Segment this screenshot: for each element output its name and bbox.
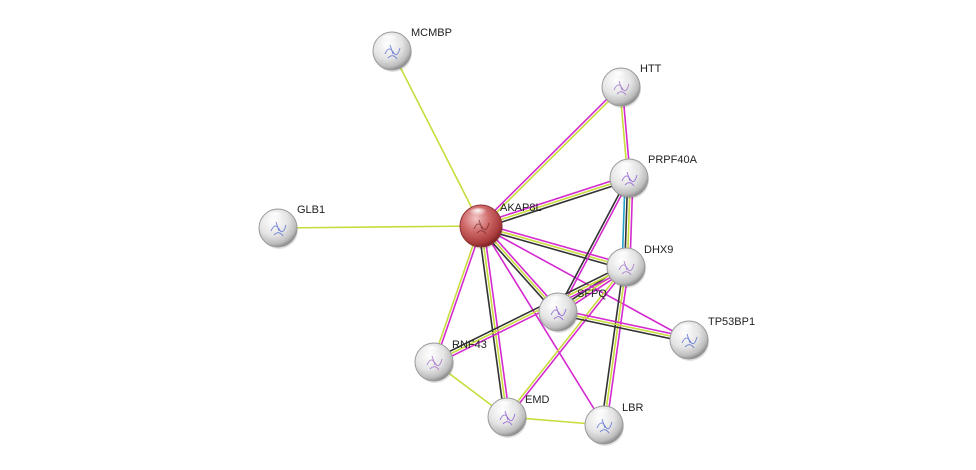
node-shine	[494, 400, 516, 413]
edge-line-textmining	[481, 87, 623, 228]
edge-line-experiments	[481, 222, 627, 266]
edge-line-textmining	[277, 225, 482, 229]
node-mcmbp[interactable]: MCMBP	[372, 27, 452, 72]
node-label: AKAP8L	[500, 202, 542, 214]
node-label: RNF43	[452, 339, 487, 351]
edge-line-textmining	[391, 50, 482, 227]
edge-line-coexpression	[556, 177, 629, 312]
node-label: LBR	[622, 402, 643, 414]
edge-line-textmining	[480, 225, 627, 268]
edge-akap8l-dhx9	[480, 222, 627, 271]
node-akap8l[interactable]: AKAP8L	[459, 202, 542, 249]
edge-line-experiments	[480, 225, 605, 426]
edge-line-experiments	[480, 225, 690, 341]
node-shine	[591, 408, 613, 421]
edge-line-textmining	[505, 265, 626, 417]
node-lbr[interactable]: LBR	[584, 402, 643, 446]
edge-line-experiments	[479, 174, 629, 225]
edge-line-coexpression	[480, 227, 626, 271]
edge-line-coexpression	[481, 179, 631, 230]
edge-akap8l-emd	[477, 225, 511, 418]
structure-icon	[596, 418, 613, 434]
node-label: SFPQ	[577, 288, 607, 300]
edge-line-textmining	[603, 266, 627, 426]
edge-line-textmining	[480, 225, 508, 418]
node-shine	[676, 323, 698, 336]
edge-dhx9-emd	[505, 265, 628, 419]
node-label: MCMBP	[411, 27, 452, 39]
edge-line-experiments	[605, 267, 630, 426]
edge-line-experiments	[558, 308, 690, 339]
edge-dhx9-rnf43	[432, 263, 628, 366]
edge-akap8l-mcmbp	[391, 50, 482, 227]
node-rnf43[interactable]: RNF43	[414, 339, 487, 383]
node-shine	[265, 211, 287, 224]
structure-icon	[613, 80, 630, 96]
node-shine	[545, 295, 567, 308]
edge-line-experiments	[507, 267, 628, 419]
edge-akap8l-rnf43	[432, 225, 483, 363]
structure-icon	[550, 305, 567, 321]
node-dhx9[interactable]: DHX9	[606, 244, 673, 288]
edge-akap8l-prpf40a	[479, 174, 631, 230]
node-emd[interactable]: EMD	[487, 394, 550, 438]
edge-line-experiments	[479, 85, 621, 226]
edge-line-coexpression	[557, 313, 689, 344]
edge-akap8l-htt	[479, 85, 623, 228]
node-label: EMD	[525, 394, 550, 406]
node-label: PRPF40A	[648, 154, 698, 166]
node-shine	[379, 34, 401, 47]
edge-line-textmining	[433, 266, 627, 363]
edge-akap8l-lbr	[480, 225, 605, 426]
structure-icon	[473, 219, 490, 235]
node-prpf40a[interactable]: PRPF40A	[609, 154, 698, 199]
node-glb1[interactable]: GLB1	[258, 204, 325, 249]
node-label: HTT	[640, 63, 662, 75]
node-label: DHX9	[644, 244, 673, 256]
edge-line-coexpression	[432, 263, 626, 361]
edge-line-experiments	[558, 178, 631, 313]
node-shine	[421, 345, 443, 358]
edge-akap8l-tp53bp1	[480, 225, 690, 341]
node-htt[interactable]: HTT	[601, 63, 662, 108]
edge-line-experiments	[434, 226, 483, 363]
structure-icon	[621, 171, 638, 187]
node-shine	[467, 208, 491, 221]
structure-icon	[499, 410, 516, 426]
edge-akap8l-glb1	[277, 225, 482, 229]
node-label: GLB1	[297, 204, 325, 216]
edge-line-experiments	[434, 268, 628, 366]
node-shine	[616, 161, 638, 174]
edge-line-textmining	[480, 177, 630, 227]
structure-icon	[681, 333, 698, 349]
edge-dhx9-lbr	[600, 266, 630, 426]
node-sfpq[interactable]: SFPQ	[538, 288, 607, 333]
node-label: TP53BP1	[708, 316, 755, 328]
node-shine	[613, 250, 635, 263]
structure-icon	[426, 355, 443, 371]
edge-line-coexpression	[600, 266, 625, 425]
edge-line-coexpression	[477, 226, 506, 418]
edge-sfpq-tp53bp1	[557, 308, 690, 344]
node-tp53bp1[interactable]: TP53BP1	[669, 316, 755, 361]
structure-icon	[384, 44, 401, 60]
node-shine	[608, 70, 630, 83]
structure-icon	[270, 221, 287, 237]
edge-line-experiments	[482, 225, 511, 417]
structure-icon	[618, 260, 635, 276]
edge-prpf40a-sfpq	[556, 177, 631, 313]
edge-line-textmining	[557, 311, 690, 341]
edge-line-textmining	[432, 225, 481, 362]
